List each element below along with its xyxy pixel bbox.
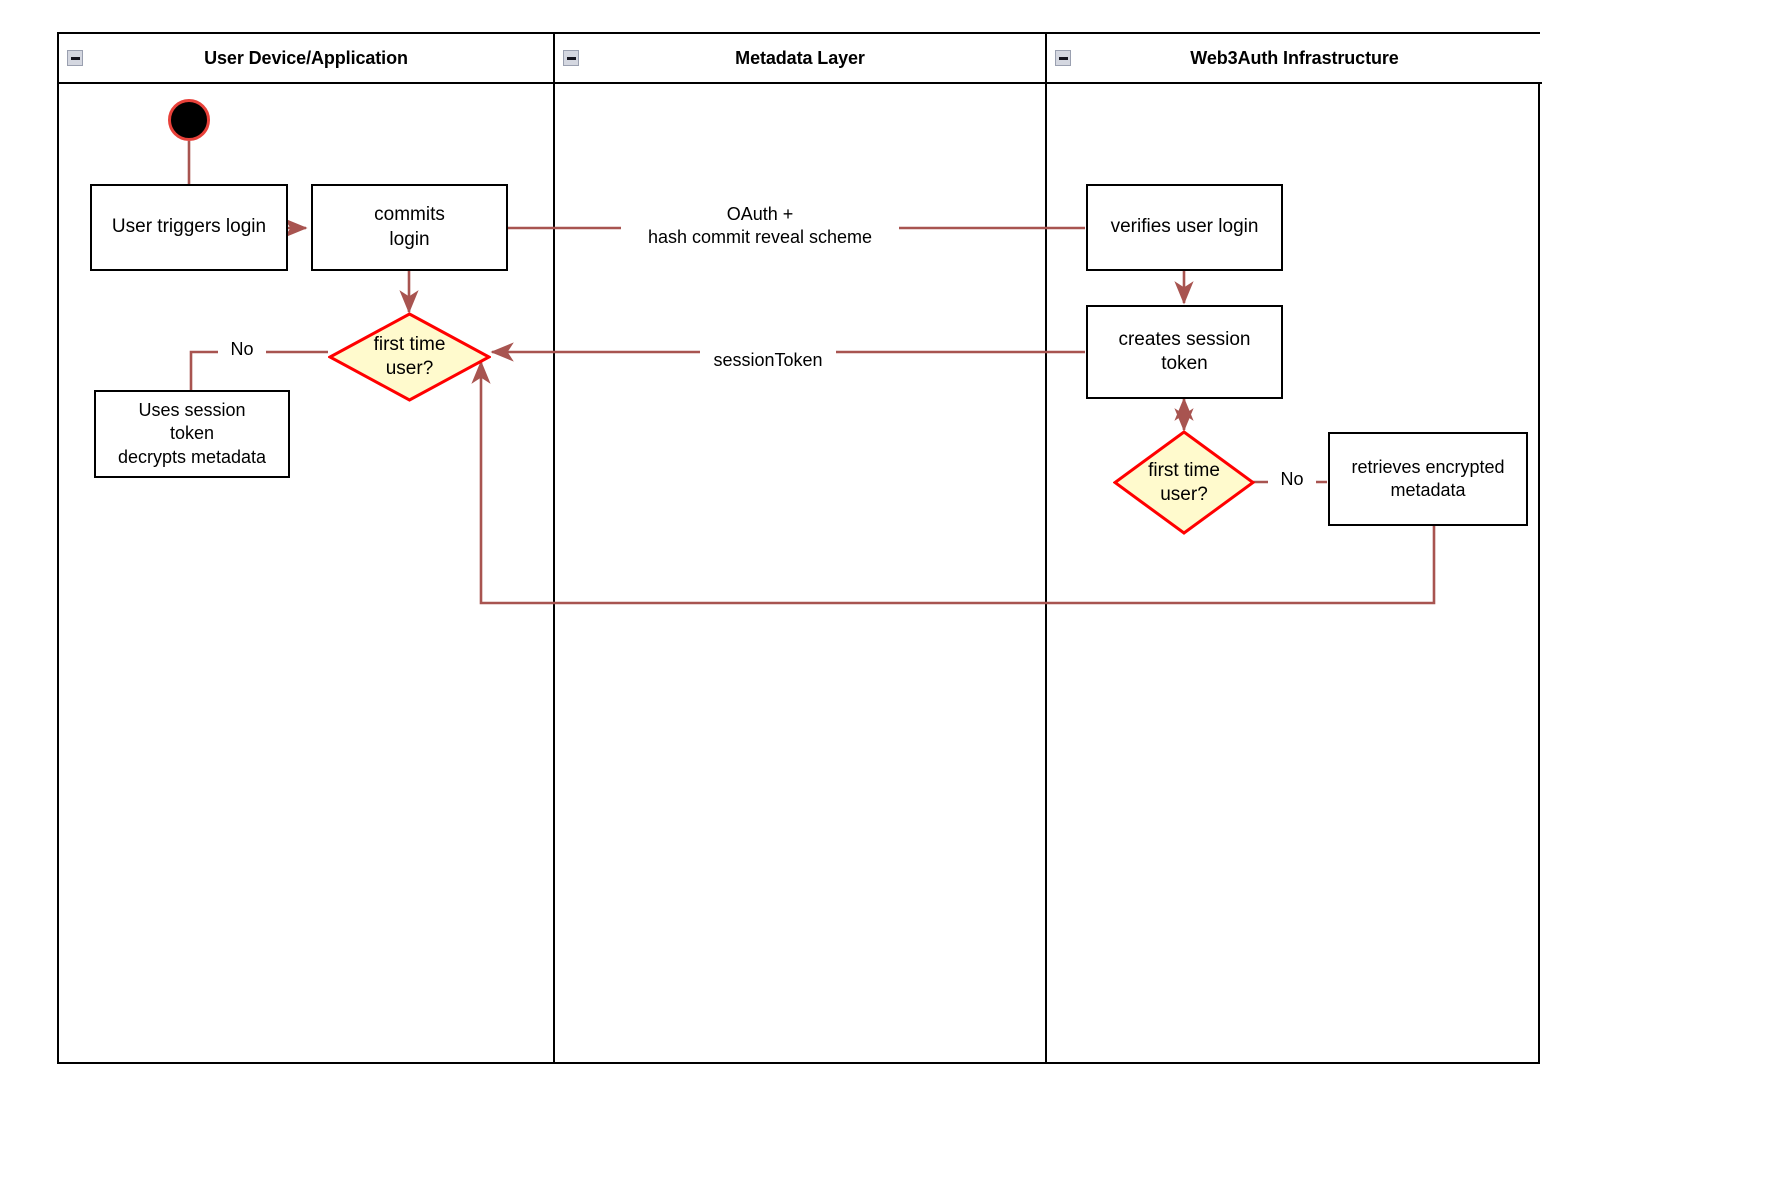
minus-icon[interactable] <box>563 50 579 66</box>
lane-title-metadata-layer: Metadata Layer <box>735 47 865 68</box>
lane-title-web3auth: Web3Auth Infrastructure <box>1190 47 1399 68</box>
node-commits-login[interactable]: commits login <box>311 184 508 271</box>
diamond-shape <box>1113 430 1255 535</box>
lane-metadata-layer[interactable]: Metadata Layer <box>553 34 1045 1062</box>
lane-title-user-device: User Device/Application <box>204 47 408 68</box>
start-node[interactable] <box>168 99 210 141</box>
node-user-triggers-login[interactable]: User triggers login <box>90 184 288 271</box>
lane-header-metadata-layer: Metadata Layer <box>555 34 1045 84</box>
node-first-time-user-left[interactable]: first time user? <box>328 312 491 402</box>
lane-web3auth[interactable]: Web3Auth Infrastructure <box>1045 34 1542 1062</box>
node-first-time-user-right[interactable]: first time user? <box>1113 430 1255 535</box>
node-label-first-time-user-left: first time user? <box>373 334 446 379</box>
edge-label-no-left: No <box>218 338 266 362</box>
edge-label-oauth: OAuth + hash commit reveal scheme <box>621 203 899 250</box>
node-retrieves-encrypted-metadata[interactable]: retrieves encrypted metadata <box>1328 432 1528 526</box>
edge-label-no-right: No <box>1268 468 1316 492</box>
node-verifies-user-login[interactable]: verifies user login <box>1086 184 1283 271</box>
node-uses-session-token[interactable]: Uses session token decrypts metadata <box>94 390 290 478</box>
node-label-first-time-user-right: first time user? <box>1148 459 1220 505</box>
lane-header-web3auth: Web3Auth Infrastructure <box>1047 34 1542 84</box>
minus-icon[interactable] <box>1055 50 1071 66</box>
minus-icon[interactable] <box>67 50 83 66</box>
diamond-shape <box>328 312 491 402</box>
edge-retrieves-encrypted-metadata-return-to-first-time-user-left <box>471 360 1436 605</box>
lane-header-user-device: User Device/Application <box>59 34 553 84</box>
edge-label-session-token: sessionToken <box>700 349 836 373</box>
edge-first-time-user-left-no-to-uses-session-token <box>189 350 328 390</box>
lane-user-device[interactable]: User Device/Application <box>59 34 553 1062</box>
node-creates-session-token[interactable]: creates session token <box>1086 305 1283 399</box>
